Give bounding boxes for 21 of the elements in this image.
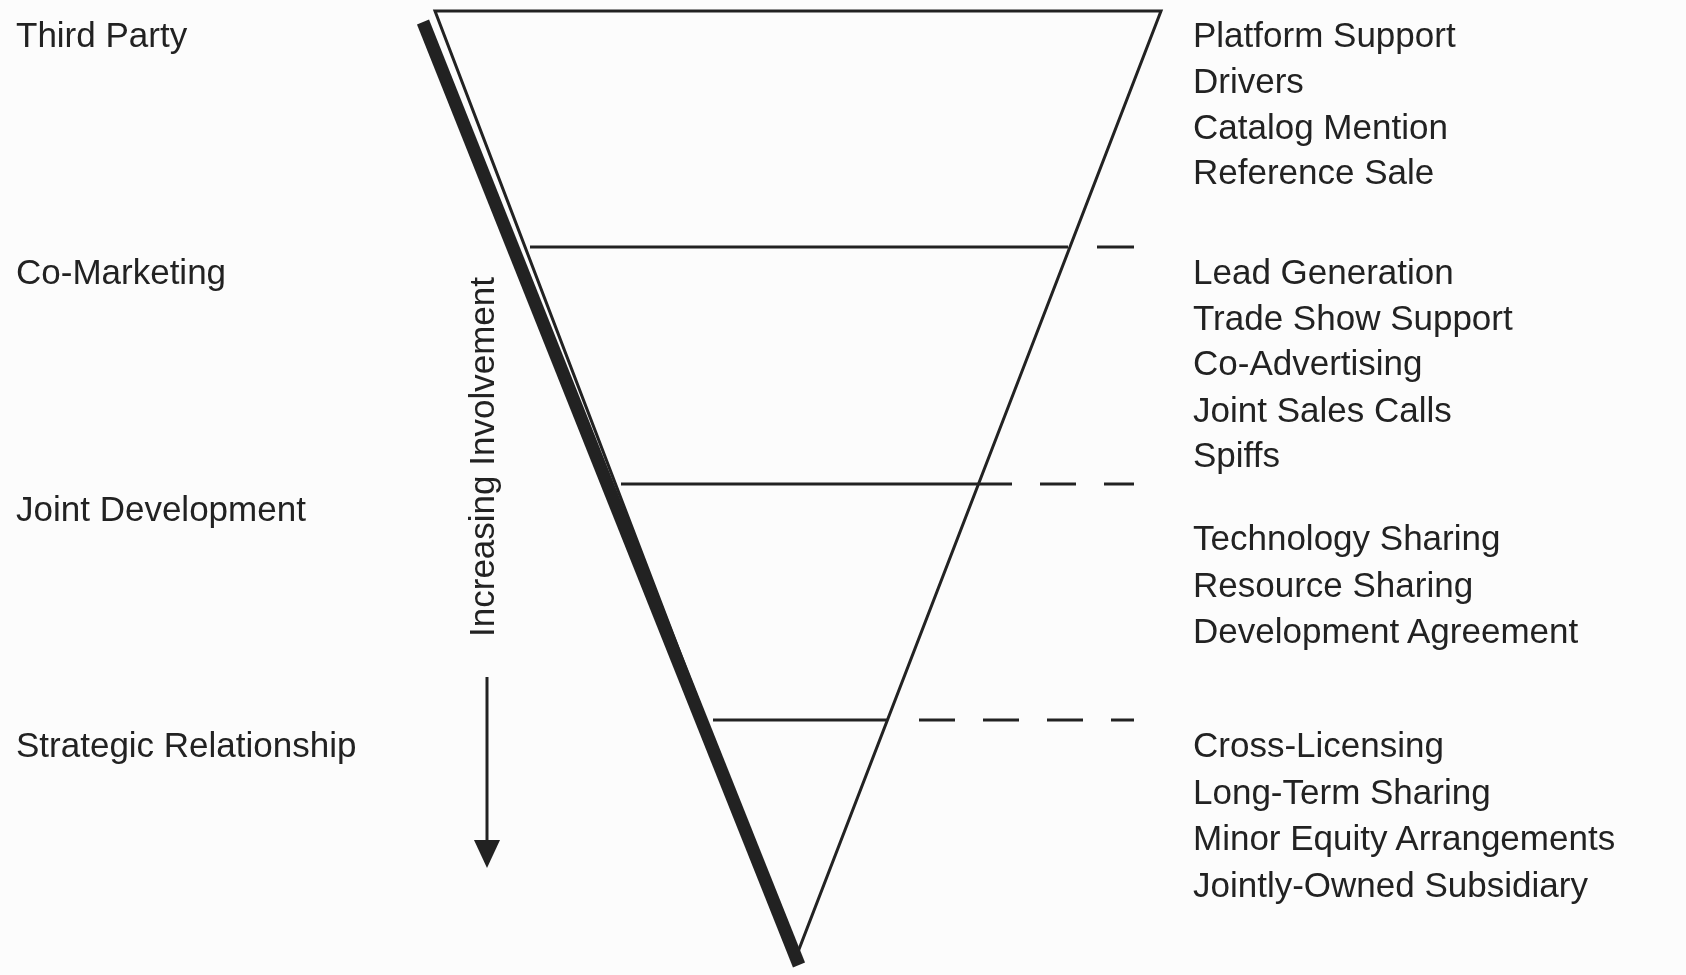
level-label: Strategic Relationship (16, 725, 357, 765)
activity-item: Trade Show Support (1193, 298, 1513, 338)
activity-item: Development Agreement (1193, 611, 1579, 651)
level-label: Joint Development (16, 489, 306, 529)
activity-item: Lead Generation (1193, 252, 1454, 292)
activity-item: Joint Sales Calls (1193, 390, 1452, 430)
activity-item: Catalog Mention (1193, 107, 1448, 147)
activity-item: Technology Sharing (1193, 518, 1501, 558)
activity-item: Cross-Licensing (1193, 725, 1444, 765)
activity-item: Reference Sale (1193, 152, 1435, 192)
activity-item: Co-Advertising (1193, 343, 1423, 383)
axis-label: Increasing Involvement (462, 277, 502, 637)
level-label: Third Party (16, 15, 188, 55)
activity-item: Minor Equity Arrangements (1193, 818, 1616, 858)
activity-item: Platform Support (1193, 15, 1456, 55)
level-label: Co-Marketing (16, 252, 227, 292)
activity-item: Spiffs (1193, 435, 1280, 475)
activity-item: Jointly-Owned Subsidiary (1193, 865, 1588, 905)
activity-item: Resource Sharing (1193, 565, 1474, 605)
activity-item: Long-Term Sharing (1193, 772, 1491, 812)
activity-item: Drivers (1193, 61, 1304, 101)
